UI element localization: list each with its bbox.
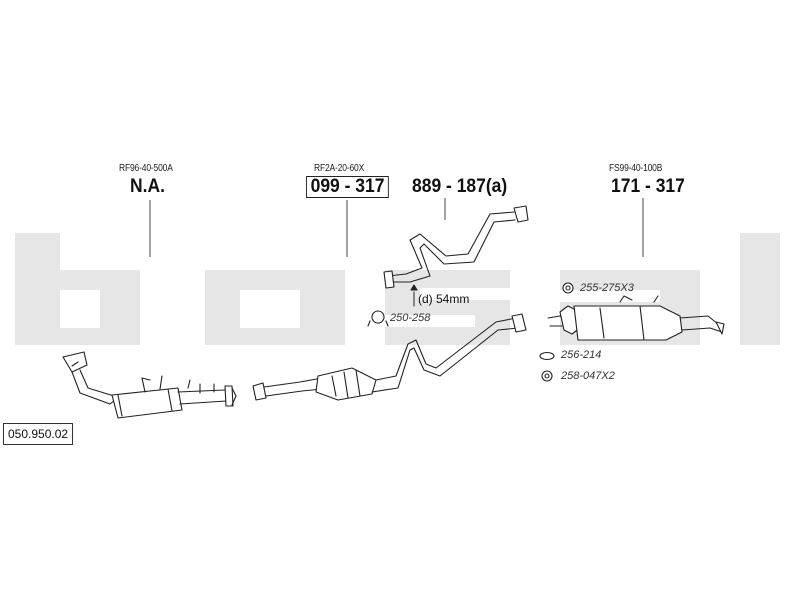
center-pipe-catalytic-converter [252, 313, 527, 401]
nut-icon [541, 370, 553, 382]
clamp-icon [367, 310, 389, 327]
accessory-icons [367, 282, 574, 382]
part-number-center-pipe: 099 - 317 [306, 176, 390, 198]
diameter-note: (d) 54mm [418, 292, 470, 306]
oem-number-center-pipe: RF2A-20-60X [314, 163, 365, 174]
rear-silencer [547, 295, 725, 341]
accessory-number-rubber-mount: 255-275X3 [580, 282, 634, 294]
oem-number-front-converter: RF96-40-500A [119, 163, 173, 174]
part-number-front-converter: N.A. [130, 176, 165, 197]
leader-lines [149, 198, 644, 257]
front-pipe [62, 351, 237, 419]
accessory-number-gasket: 256-214 [561, 349, 602, 361]
accessory-number-clamp: 250-258 [390, 312, 431, 324]
diagram-number: 050.950.02 [3, 423, 74, 445]
intermediate-pipe [383, 205, 529, 307]
part-number-rear-silencer: 171 - 317 [611, 176, 685, 197]
accessory-number-nut: 258-047X2 [561, 370, 615, 382]
rubber-mount-icon [562, 282, 574, 294]
part-number-intermediate-pipe: 889 - 187(a) [412, 176, 508, 197]
oem-number-rear-silencer: FS99-40-100B [609, 163, 663, 174]
gasket-icon [539, 351, 555, 361]
